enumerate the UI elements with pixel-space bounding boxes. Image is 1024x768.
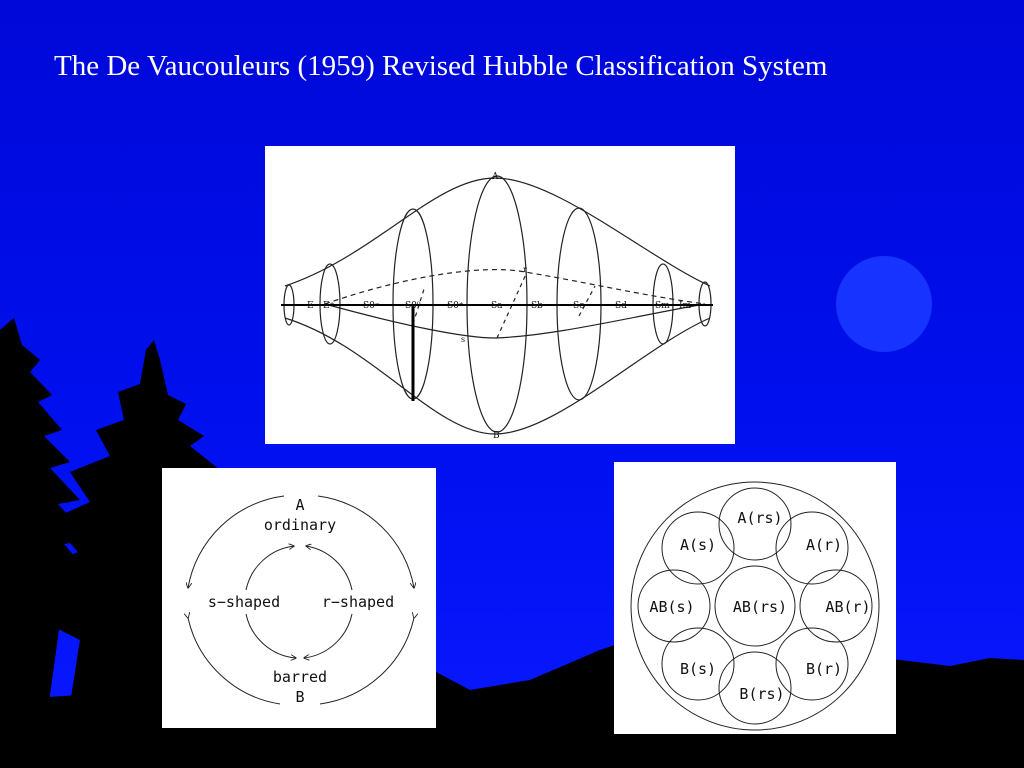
- ring-label-r-shaped: r−shaped: [322, 593, 394, 611]
- tuning-fork-panel: E E⁺ S0⁻ S0⁰ S0⁺ Sa Sb Sc Sd Sm Im A B r…: [265, 146, 735, 444]
- circle-label-a-r: A(r): [806, 536, 842, 554]
- label-s0-zero: S0⁰: [405, 301, 421, 311]
- bar-circles-diagram: A(rs) A(r) AB(r) B(r) B(rs) B(s) AB(s) A…: [630, 481, 880, 731]
- inner-arc-left-top: [245, 546, 294, 591]
- circle-a-rs: [718, 487, 792, 561]
- tuning-fork-diagram: E E⁺ S0⁻ S0⁰ S0⁺ Sa Sb Sc Sd Sm Im A B r…: [281, 172, 713, 441]
- label-s: s: [461, 335, 465, 344]
- label-sc: Sc: [573, 301, 584, 311]
- ring-diagram: A ordinary s−shaped r−shaped barred B: [162, 495, 436, 706]
- outer-arc-right-top: [317, 495, 414, 588]
- label-b: B: [493, 431, 500, 441]
- label-s0-plus: S0⁺: [447, 301, 464, 311]
- envelope-top: [284, 177, 711, 287]
- label-e-plus: E⁺: [323, 301, 335, 311]
- ring-label-s-shaped: s−shaped: [208, 593, 280, 611]
- label-sd: Sd: [615, 301, 627, 311]
- circle-label-ab-r: AB(r): [825, 598, 870, 616]
- circle-center: [714, 565, 796, 647]
- label-s0-minus: S0⁻: [363, 301, 380, 311]
- inner-arc-right-top: [306, 546, 353, 591]
- circle-b-rs: [718, 651, 792, 725]
- label-e: E: [307, 301, 314, 311]
- ring-label-b: B: [295, 688, 304, 706]
- circle-label-ab-rs: AB(rs): [733, 598, 787, 616]
- label-sb: Sb: [531, 301, 543, 311]
- ring-label-barred: barred: [273, 668, 327, 686]
- s-line: [324, 303, 706, 339]
- inner-arc-right-bottom: [304, 613, 353, 658]
- ring-label-ordinary: ordinary: [264, 516, 336, 534]
- circle-ab-s: [637, 569, 711, 643]
- outer-circle: [630, 481, 880, 731]
- r-line: [324, 268, 706, 305]
- label-a: A: [491, 172, 499, 182]
- circle-label-a-s: A(s): [680, 536, 716, 554]
- outer-arc-right-bottom: [319, 618, 414, 705]
- circle-ab-r: [799, 569, 873, 643]
- circle-b-s: [661, 627, 735, 701]
- circle-b-r: [775, 627, 849, 701]
- ring-diagram-panel: A ordinary s−shaped r−shaped barred B: [162, 468, 436, 728]
- circle-a-r: [775, 511, 849, 585]
- circle-label-b-s: B(s): [680, 660, 716, 678]
- outer-arc-left-top: [188, 495, 285, 588]
- circle-label-ab-s: AB(s): [649, 598, 694, 616]
- label-sa: Sa: [491, 301, 503, 311]
- outer-arc-left-bottom: [188, 618, 281, 705]
- label-im: Im: [679, 301, 692, 311]
- label-r: r: [523, 265, 527, 274]
- ring-label-a: A: [295, 496, 304, 514]
- envelope-bottom: [284, 317, 711, 435]
- slide-title: The De Vaucouleurs (1959) Revised Hubble…: [54, 50, 828, 82]
- moon-decoration: [836, 256, 932, 352]
- circle-label-b-r: B(r): [806, 660, 842, 678]
- bar-circles-panel: A(rs) A(r) AB(r) B(r) B(rs) B(s) AB(s) A…: [614, 462, 896, 734]
- label-sm: Sm: [655, 301, 670, 311]
- inner-arc-left-bottom: [245, 613, 296, 658]
- circle-label-a-rs: A(rs): [737, 509, 782, 527]
- circle-label-b-rs: B(rs): [739, 685, 784, 703]
- circle-a-s: [661, 511, 735, 585]
- left-tree: [0, 318, 100, 768]
